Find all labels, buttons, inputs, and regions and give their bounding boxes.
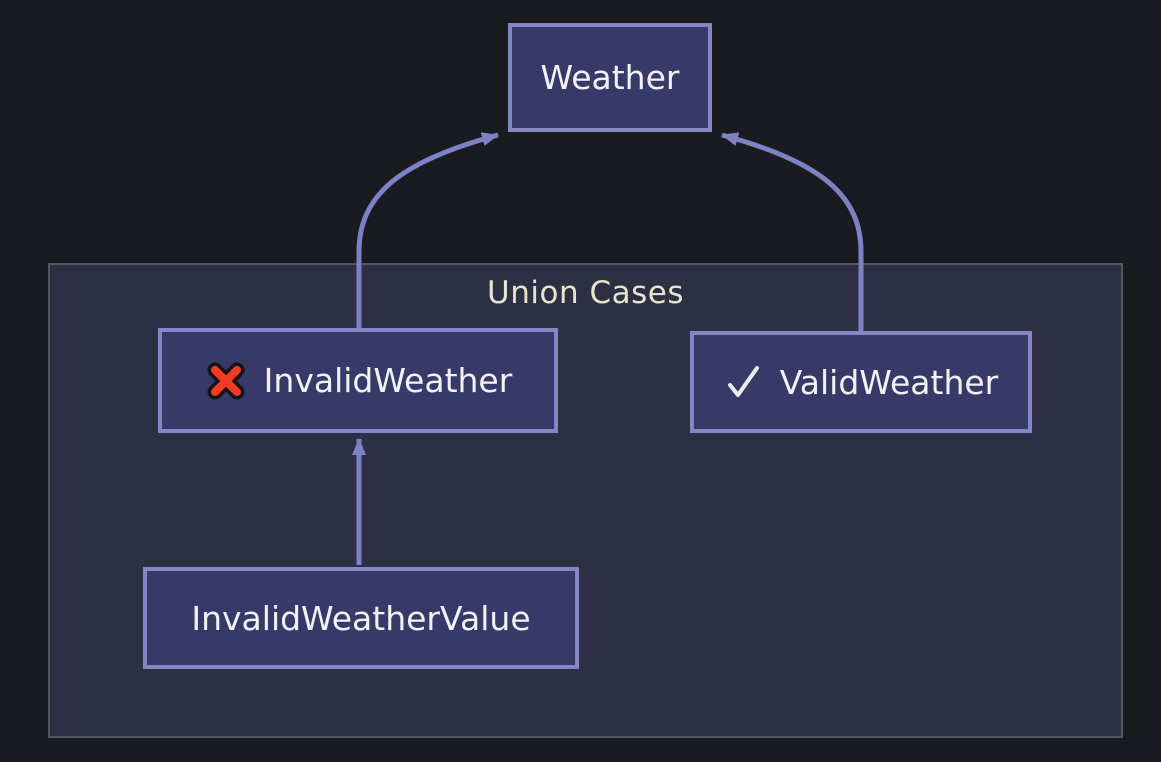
node-invalid-weather-value-label: InvalidWeatherValue [191, 598, 531, 638]
node-invalid-weather-value: InvalidWeatherValue [143, 567, 579, 669]
node-weather: Weather [508, 23, 712, 132]
red-cross-icon [204, 359, 248, 403]
checkmark-icon [724, 362, 764, 402]
union-cases-label: Union Cases [487, 275, 684, 311]
node-weather-label: Weather [540, 58, 680, 97]
node-invalid-weather: InvalidWeather [158, 328, 558, 433]
node-valid-weather-label: ValidWeather [779, 362, 999, 402]
node-valid-weather: ValidWeather [690, 331, 1032, 433]
node-invalid-weather-label: InvalidWeather [263, 361, 513, 400]
